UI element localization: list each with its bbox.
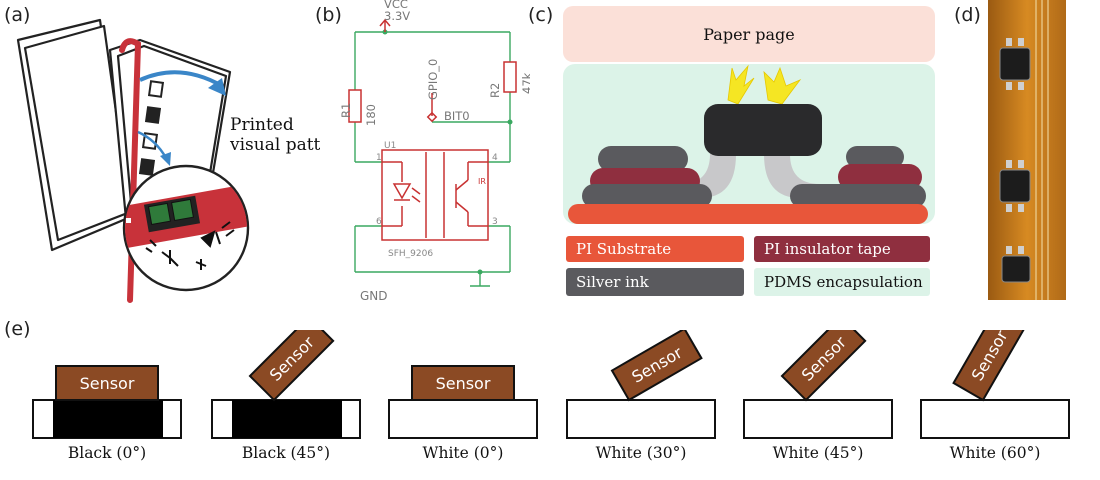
sensor-label: Sensor xyxy=(436,374,491,393)
caption-2: White (0°) xyxy=(422,444,504,462)
bit-label: BIT0 xyxy=(444,109,470,123)
optocoupler-ic xyxy=(381,149,489,241)
r1-name: R1 xyxy=(340,103,353,118)
sensor-block: Sensor xyxy=(610,330,703,402)
cross-section xyxy=(563,64,935,224)
surface xyxy=(743,399,893,439)
caption-5: White (60°) xyxy=(949,444,1041,462)
legend-pdms: PDMS encapsulation xyxy=(754,268,930,296)
arrow-to-pattern xyxy=(139,70,223,88)
caption-1: Black (45°) xyxy=(241,444,331,462)
sensor-chip-3 xyxy=(1001,255,1031,283)
callout-line-1: Printed xyxy=(230,115,294,135)
panel-label-e: (e) xyxy=(4,318,31,340)
legend-pi-substrate: PI Substrate xyxy=(566,236,744,262)
sensor-block: Sensor xyxy=(55,365,159,401)
r2-value: 47k xyxy=(520,72,530,94)
config-3: Sensor xyxy=(566,330,716,439)
gnd-label: GND xyxy=(360,289,388,303)
sensor-chip-2 xyxy=(999,169,1031,203)
config-1: Sensor xyxy=(211,330,361,439)
black-pattern xyxy=(232,400,342,438)
caption-0: Black (0°) xyxy=(67,444,147,462)
ic-ref: U1 xyxy=(384,141,396,151)
arrow-head-icon xyxy=(208,78,226,96)
sensor-block: Sensor xyxy=(952,330,1027,402)
config-0: Sensor xyxy=(32,365,182,439)
config-4: Sensor xyxy=(743,330,893,439)
binding-strip xyxy=(119,38,142,303)
resistor-r1 xyxy=(348,89,362,123)
vcc-label: VCC xyxy=(384,0,408,11)
caption-3: White (30°) xyxy=(595,444,687,462)
panel-label-c: (c) xyxy=(528,4,554,26)
callout-line-2: visual pattern xyxy=(229,135,320,155)
r2-name: R2 xyxy=(488,83,502,98)
legend-pi-insulator: PI insulator tape xyxy=(754,236,930,262)
surface xyxy=(920,399,1070,439)
config-2: Sensor xyxy=(388,365,538,439)
sensor-label: Sensor xyxy=(80,374,135,393)
ic-part: SFH_9206 xyxy=(388,249,433,259)
vcc-voltage: 3.3V xyxy=(384,9,410,23)
ir-label: IR xyxy=(478,177,486,186)
chip xyxy=(704,104,822,156)
pin-6: 6 xyxy=(376,217,382,227)
light-icon xyxy=(727,64,802,105)
panel-label-b: (b) xyxy=(315,4,342,26)
ir-led-icon xyxy=(392,183,412,200)
black-pattern xyxy=(53,400,163,438)
pi-substrate-layer xyxy=(568,204,928,224)
panel-label-a: (a) xyxy=(4,4,31,26)
vcc-arrow-icon xyxy=(379,18,391,27)
sensor-block: Sensor xyxy=(411,365,515,401)
diode-icon xyxy=(200,230,216,248)
paper-page-layer: Paper page xyxy=(563,6,935,62)
sensor-chip-1 xyxy=(999,47,1031,81)
panel-label-d: (d) xyxy=(954,4,981,26)
surface xyxy=(566,399,716,439)
circuit-schematic: VCC 3.3V R1 180 R2 47k GPIO_0 BIT0 GND U… xyxy=(340,0,530,303)
sensor-block: Sensor xyxy=(780,330,867,402)
config-5: Sensor xyxy=(920,330,1070,439)
pin-3: 3 xyxy=(492,217,498,227)
r1-value: 180 xyxy=(364,104,378,126)
book-illustration: Printed visual pattern xyxy=(16,18,320,303)
resistor-r2 xyxy=(503,61,517,93)
surface xyxy=(388,399,538,439)
flex-sensor-photo xyxy=(988,0,1066,300)
caption-4: White (45°) xyxy=(772,444,864,462)
gpio-label: GPIO_0 xyxy=(426,59,440,100)
pin-4: 4 xyxy=(492,153,498,163)
legend-silver-ink: Silver ink xyxy=(566,268,744,296)
pin-1: 1 xyxy=(376,153,382,163)
sensor-block: Sensor xyxy=(248,330,335,402)
